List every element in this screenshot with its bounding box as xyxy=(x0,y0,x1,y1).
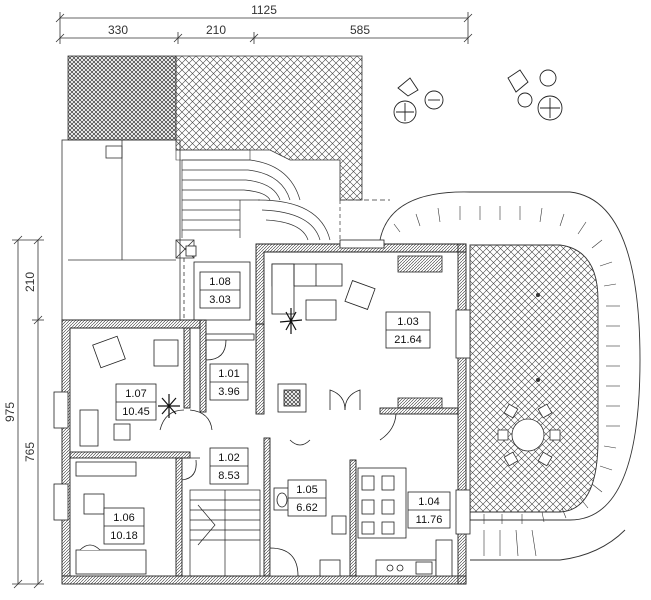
room-area: 3.96 xyxy=(218,386,239,398)
doors xyxy=(159,339,397,481)
staircase xyxy=(189,489,261,577)
room-label-1.02: 1.02 8.53 xyxy=(209,447,249,485)
room-label-1.06: 1.06 10.18 xyxy=(103,507,145,545)
dim-height-lower: 765 xyxy=(23,442,37,462)
plant-icon xyxy=(279,308,303,334)
room-label-1.04: 1.04 11.76 xyxy=(407,491,451,529)
dim-height-upper: 210 xyxy=(23,272,37,292)
dim-segment-1: 330 xyxy=(108,23,128,37)
room-area: 6.62 xyxy=(296,502,317,514)
plant-icon xyxy=(158,394,180,418)
room-area: 11.76 xyxy=(416,514,443,526)
room-id: 1.02 xyxy=(218,452,239,464)
tree-icon xyxy=(393,77,444,124)
room-area: 10.18 xyxy=(110,530,138,542)
room-label-1.01: 1.01 3.96 xyxy=(209,363,249,401)
dim-segment-2: 210 xyxy=(206,23,226,37)
room-label-1.07: 1.07 10.45 xyxy=(115,383,157,421)
curved-steps xyxy=(181,159,390,241)
room-id: 1.03 xyxy=(397,316,418,328)
terrace-table xyxy=(497,403,561,467)
carport xyxy=(61,139,195,321)
dim-overall-width: 1125 xyxy=(251,3,277,17)
dim-overall-height: 975 xyxy=(3,402,17,422)
room-id: 1.06 xyxy=(113,512,134,524)
room-area: 10.45 xyxy=(122,406,150,418)
room-id: 1.01 xyxy=(218,368,239,380)
room-label-1.05: 1.05 6.62 xyxy=(287,479,327,517)
room-label-1.08: 1.08 3.03 xyxy=(199,271,241,309)
left-dimensions xyxy=(12,235,44,589)
building-walls xyxy=(61,243,467,585)
exterior-paving xyxy=(67,55,363,201)
room-area: 8.53 xyxy=(218,470,239,482)
tree-icon xyxy=(507,69,563,121)
room-id: 1.08 xyxy=(209,276,230,288)
room-outline-1.08 xyxy=(193,261,251,321)
oval-terrace xyxy=(379,191,641,561)
furniture xyxy=(75,245,453,577)
room-id: 1.05 xyxy=(296,484,317,496)
room-area: 21.64 xyxy=(394,334,422,346)
windows xyxy=(53,239,471,535)
room-id: 1.07 xyxy=(125,388,146,400)
room-label-1.03: 1.03 21.64 xyxy=(385,311,431,349)
top-dimensions xyxy=(55,12,473,44)
dim-segment-3: 585 xyxy=(350,23,370,37)
room-id: 1.04 xyxy=(418,496,439,508)
room-area: 3.03 xyxy=(209,294,230,306)
